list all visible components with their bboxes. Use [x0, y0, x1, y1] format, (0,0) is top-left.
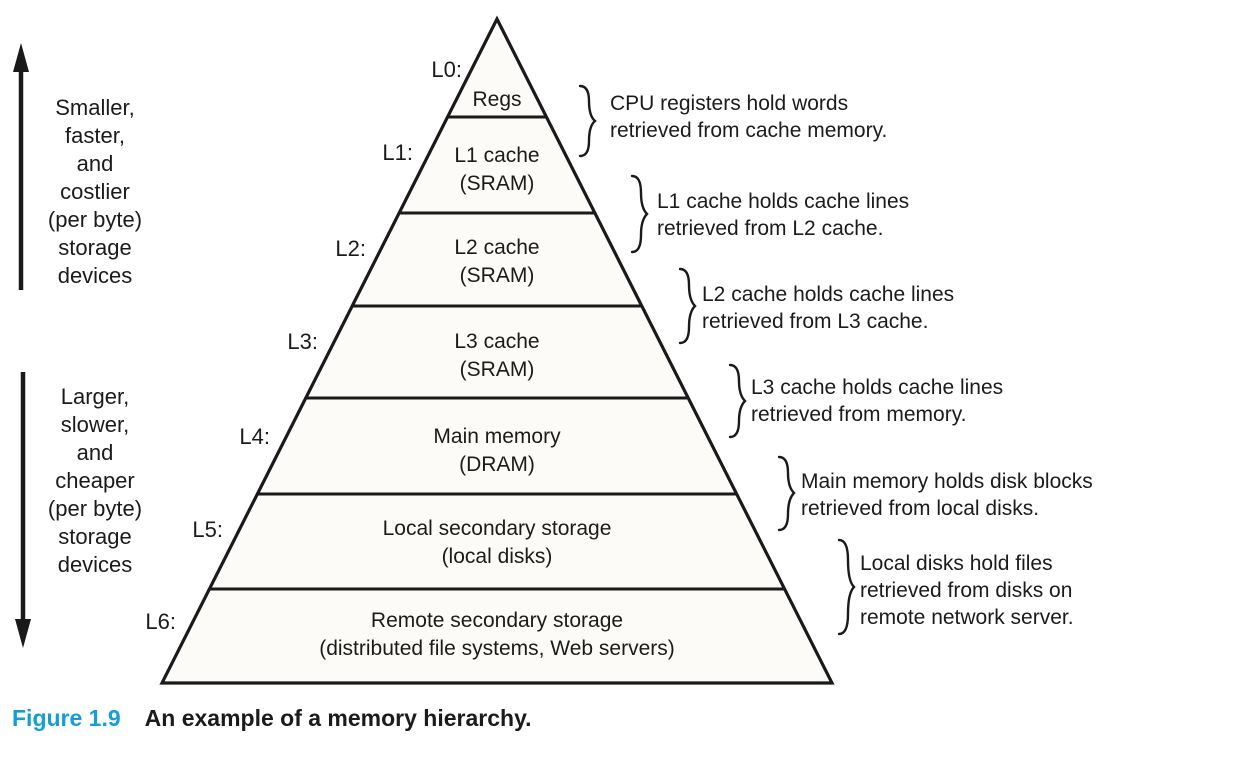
side-label-smaller-faster: Smaller, faster, and costlier (per byte)… [47, 95, 143, 288]
level-label-l3: L3 cache (SRAM) [162, 328, 832, 384]
figure-caption-label: Figure 1.9 [12, 705, 121, 731]
level-label-l4: Main memory (DRAM) [162, 423, 832, 479]
brace-icon-l2 [678, 267, 697, 345]
up-arrow-icon [13, 43, 29, 290]
level-label-line1: Remote secondary storage [370, 609, 624, 632]
level-tag-l0: L0: [431, 57, 462, 82]
level-label-line2: (SRAM) [459, 264, 535, 287]
level-label-line1: L3 cache [454, 330, 540, 353]
level-label-l1: L1 cache (SRAM) [162, 142, 832, 198]
level-label-line1: L2 cache [454, 236, 540, 259]
level-label-line1: Regs [472, 88, 522, 111]
annotation-local-disks: Local disks hold files retrieved from di… [860, 552, 1074, 629]
annotation-l3-cache: L3 cache holds cache lines retrieved fro… [751, 376, 1004, 426]
level-label-l2: L2 cache (SRAM) [162, 234, 832, 290]
level-tag-l2: L2: [335, 236, 366, 261]
level-label-line2: (SRAM) [459, 358, 535, 381]
level-label-l6: Remote secondary storage (distributed fi… [162, 607, 832, 663]
level-label-line1: L1 cache [454, 144, 540, 167]
annotation-main-memory: Main memory holds disk blocks retrieved … [801, 470, 1093, 520]
brace-icon-l3 [728, 363, 747, 439]
figure-caption: Figure 1.9 An example of a memory hierar… [12, 705, 532, 732]
side-label-larger-slower: Larger, slower, and cheaper (per byte) s… [47, 384, 143, 577]
brace-icon-l1 [630, 174, 649, 254]
level-label-l5: Local secondary storage (local disks) [162, 515, 832, 571]
level-tag-l6: L6: [145, 609, 176, 634]
level-label-line2: (distributed file systems, Web servers) [319, 637, 675, 660]
annotation-l0-registers: CPU registers hold words retrieved from … [610, 92, 888, 142]
level-label-line2: (DRAM) [459, 453, 535, 476]
annotation-l1-cache: L1 cache holds cache lines retrieved fro… [657, 190, 910, 240]
figure-caption-text: An example of a memory hierarchy. [144, 705, 532, 731]
level-tag-l5: L5: [192, 517, 223, 542]
annotation-l2-cache: L2 cache holds cache lines retrieved fro… [702, 283, 955, 333]
level-label-line2: (local disks) [441, 545, 553, 568]
level-tag-l4: L4: [239, 424, 270, 449]
level-tag-l3: L3: [287, 329, 318, 354]
level-label-l0: Regs [162, 86, 832, 114]
level-tag-l1: L1: [382, 140, 413, 165]
brace-icon-l0 [578, 84, 597, 158]
brace-icon-l4 [777, 455, 796, 532]
level-label-line2: (SRAM) [459, 172, 535, 195]
pyramid-outline [159, 15, 835, 685]
brace-icon-l5 [837, 538, 856, 636]
level-label-line1: Main memory [433, 425, 561, 448]
level-label-line1: Local secondary storage [382, 517, 612, 540]
down-arrow-icon [15, 372, 31, 648]
